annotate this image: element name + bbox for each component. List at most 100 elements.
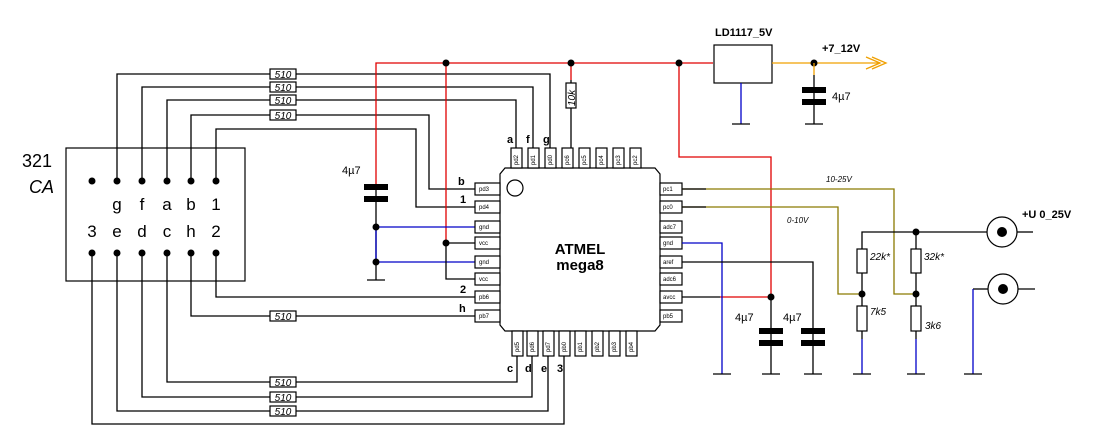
mcu-pins: pd3pd4gndvccgndvccpb6pb7pc1pc0adc7gndare… <box>474 147 683 357</box>
wire-d[interactable] <box>141 253 533 398</box>
wire-h[interactable] <box>190 253 475 317</box>
mcu-pin-pc3[interactable] <box>612 147 625 169</box>
range-low-wire[interactable] <box>682 206 860 295</box>
pin-label: pc5 <box>582 155 588 165</box>
resistor-510[interactable] <box>269 81 297 93</box>
resistor-32k[interactable] <box>910 248 922 274</box>
mcu-pin-pc6[interactable] <box>561 147 574 169</box>
pin1-marker <box>506 179 524 197</box>
resistor-7k5[interactable] <box>856 305 868 332</box>
wire-b[interactable] <box>190 114 475 190</box>
vcc-wire[interactable] <box>375 62 713 185</box>
capacitor-plate <box>364 196 388 202</box>
range-high-wire[interactable] <box>682 188 914 295</box>
resistor-value: 22k* <box>869 252 891 263</box>
segment-label: c <box>163 222 172 241</box>
capacitor-plate <box>801 328 825 334</box>
display-body[interactable] <box>65 147 246 282</box>
mcu-pin-pb5[interactable] <box>659 309 683 323</box>
capacitor-plate <box>364 184 388 190</box>
pin-label: pc1 <box>663 187 673 193</box>
resistor-3k6[interactable] <box>910 305 922 332</box>
resistor-510[interactable] <box>269 109 297 121</box>
mcu-pin-pd2[interactable] <box>510 147 523 169</box>
pin-label: vcc <box>479 277 488 283</box>
mcu-pin-pb3[interactable] <box>608 330 621 357</box>
mcu-pin-pd6[interactable] <box>526 330 539 357</box>
capacitor-c1[interactable] <box>362 183 390 204</box>
resistor-510[interactable] <box>269 405 297 417</box>
signal-label: 2 <box>460 284 466 296</box>
signal-label: 3 <box>557 363 563 375</box>
pin-label: pd2 <box>514 154 520 165</box>
pin-label: pd6 <box>530 341 536 352</box>
capacitor-c2[interactable] <box>757 326 785 348</box>
mcu-pin-pb1[interactable] <box>574 330 587 357</box>
wire-c[interactable] <box>166 253 518 383</box>
mcu-pin-gnd[interactable] <box>474 220 501 234</box>
wire-f[interactable] <box>141 86 534 181</box>
regulator-ld1117[interactable] <box>713 44 773 84</box>
junction <box>567 59 575 67</box>
divider-top-wire[interactable] <box>861 231 1000 294</box>
resistor-510[interactable] <box>269 391 297 403</box>
resistor-22k[interactable] <box>856 248 868 274</box>
pin-label: avcc <box>663 295 675 301</box>
signal-label: b <box>458 176 465 188</box>
pin-label: gnd <box>663 241 673 247</box>
mcu-pin-vcc[interactable] <box>474 272 501 286</box>
mcu-pin-pd3[interactable] <box>474 182 501 196</box>
mcu-pin-pd4[interactable] <box>474 200 501 214</box>
pin-label: gnd <box>479 260 489 266</box>
mcu-pin-pc4[interactable] <box>595 147 608 169</box>
resistor-510[interactable] <box>269 310 297 322</box>
regulator-name: LD1117_5V <box>715 27 773 39</box>
pin-label: pd0 <box>548 154 554 165</box>
capacitor-value: 4µ7 <box>735 312 754 324</box>
aref-wire[interactable] <box>682 261 814 374</box>
segment-label: d <box>137 222 146 241</box>
resistor-value: 510 <box>275 111 292 122</box>
resistor-value: 510 <box>275 378 292 389</box>
mcu-pin-pb4[interactable] <box>625 330 638 357</box>
wire-1[interactable] <box>215 128 475 208</box>
mcu-pin-pc2[interactable] <box>629 147 642 169</box>
vcc-rail <box>375 59 772 298</box>
vcc-wire[interactable] <box>678 63 772 297</box>
mcu-pin-vcc[interactable] <box>474 236 501 250</box>
mcu-pin-pb0[interactable] <box>558 330 571 357</box>
mcu-pin-adc7[interactable] <box>659 220 683 234</box>
mcu-pin-pb7[interactable] <box>474 309 501 323</box>
mcu-pin-pb2[interactable] <box>591 330 604 357</box>
capacitor-c3[interactable] <box>799 326 827 348</box>
wire-2[interactable] <box>215 253 475 298</box>
resistor-510[interactable] <box>269 94 297 106</box>
mcu-pin-pd5[interactable] <box>511 330 524 357</box>
pin-label: adc7 <box>663 225 677 231</box>
terminal-dot <box>998 284 1008 294</box>
mcu-pin-adc6[interactable] <box>659 272 683 286</box>
resistor-510[interactable] <box>269 68 297 80</box>
segment-label: g <box>112 195 121 214</box>
wire-3[interactable] <box>91 253 565 425</box>
capacitor-c4[interactable] <box>800 85 828 107</box>
segment-label: 2 <box>211 222 220 241</box>
mcu-pin-pd1[interactable] <box>527 147 540 169</box>
resistor-510[interactable] <box>269 376 297 388</box>
wire-e[interactable] <box>116 253 549 412</box>
capacitor-plate <box>802 87 826 93</box>
mcu-pin-pd7[interactable] <box>542 330 555 357</box>
junction <box>372 258 380 266</box>
resistor-value: 510 <box>275 70 292 81</box>
bottom-resistors: 510 510 510 510 <box>269 310 297 418</box>
mcu-pin-pd0[interactable] <box>544 147 557 169</box>
resistor-10k[interactable] <box>565 82 577 109</box>
mcu-pin-pc5[interactable] <box>578 147 591 169</box>
mcu-pin-pb6[interactable] <box>474 290 501 304</box>
top-resistors: 510 510 510 510 <box>269 68 297 122</box>
mcu-pin-gnd[interactable] <box>474 255 501 269</box>
gnd-wire[interactable] <box>682 242 723 374</box>
wire-a[interactable] <box>166 99 517 181</box>
top-wires <box>116 73 551 208</box>
wire-g[interactable] <box>116 73 551 181</box>
